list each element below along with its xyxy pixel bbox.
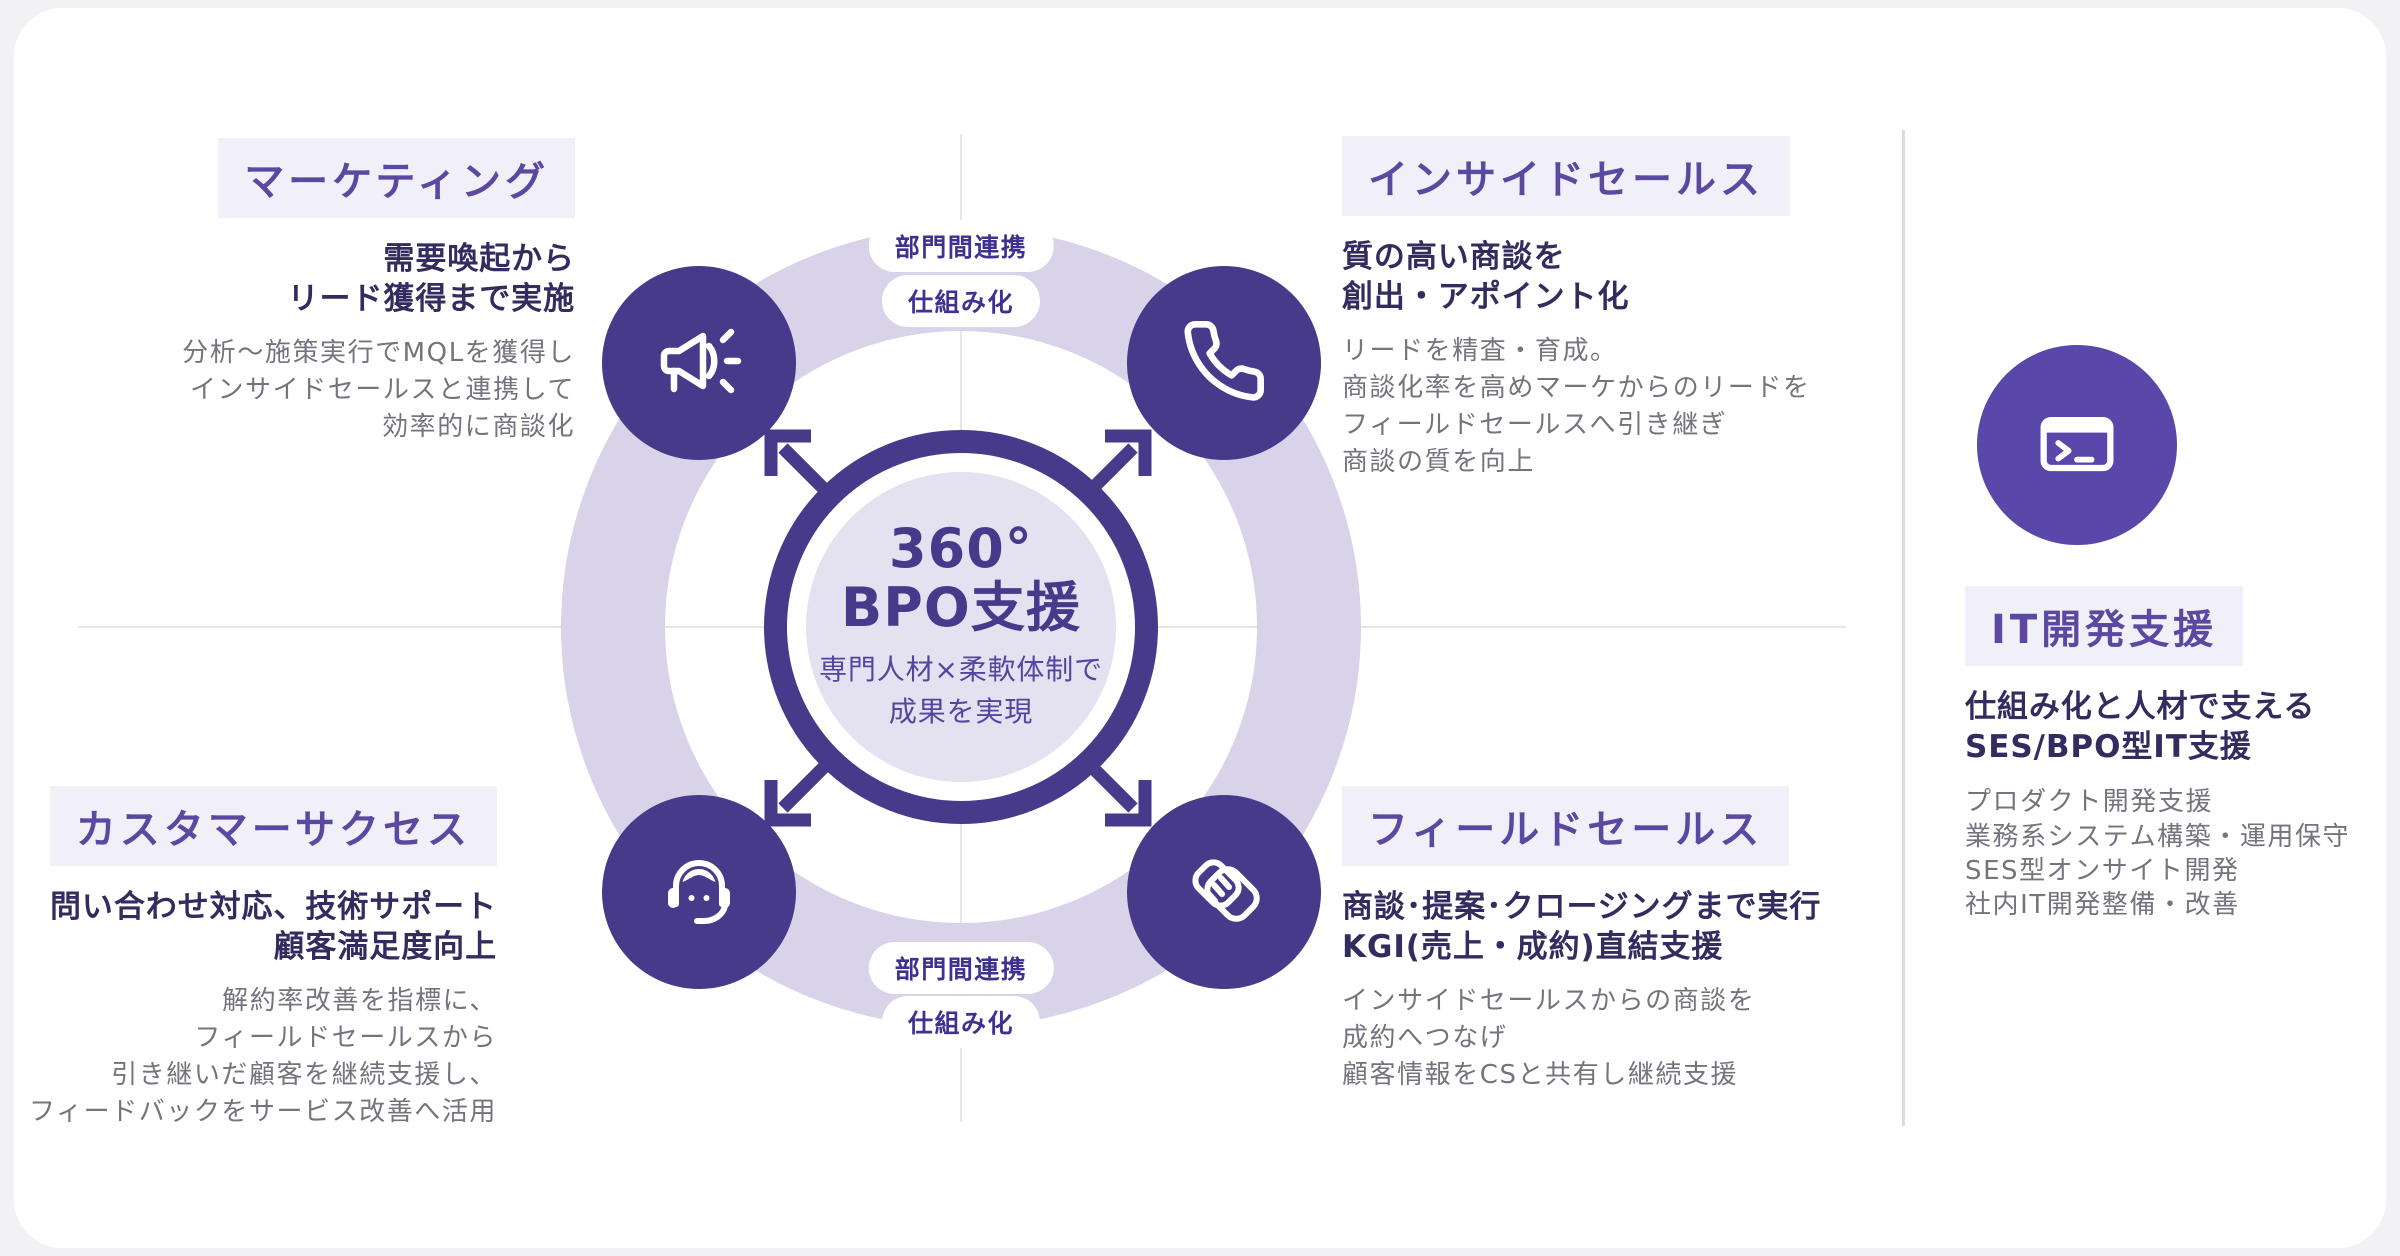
field-sales-title: フィールドセールス xyxy=(1342,786,1790,866)
inside-sales-title: インサイドセールス xyxy=(1342,136,1790,216)
badge-top-systemization: 仕組み化 xyxy=(881,275,1041,327)
arrow-southwest-icon xyxy=(759,748,843,832)
terminal-icon xyxy=(2027,393,2127,497)
field-sales-circle xyxy=(1127,795,1321,989)
customer-success-circle xyxy=(602,795,796,989)
center-circle: 360° BPO支援 専門人材×柔軟体制で 成果を実現 xyxy=(764,430,1158,824)
customer-success-description: 解約率改善を指標に、 フィールドセールスから 引き継いだ顧客を継続支援し、 フィ… xyxy=(28,986,497,1128)
it-development-subtitle: 仕組み化と人材で支える SES/BPO型IT支援 xyxy=(1965,689,2316,765)
marketing-title: マーケティング xyxy=(218,138,575,218)
field-sales-description: インサイドセールスからの商談を 成約へつなげ 顧客情報をCSと共有し継続支援 xyxy=(1342,986,1756,1091)
it-development-circle xyxy=(1977,345,2177,545)
it-development-title: IT開発支援 xyxy=(1965,586,2244,666)
customer-success-subtitle: 問い合わせ対応、技術サポート 顧客満足度向上 xyxy=(49,889,497,965)
inside-sales-circle xyxy=(1127,266,1321,460)
arrow-southeast-icon xyxy=(1073,748,1157,832)
marketing-description: 分析〜施策実行でMQLを獲得し インサイドセールスと連携して 効率的に商談化 xyxy=(182,338,575,443)
badge-bottom-collaboration: 部門間連携 xyxy=(868,942,1054,994)
marketing-subtitle: 需要喚起から リード獲得まで実施 xyxy=(287,241,575,317)
inside-sales-subtitle: 質の高い商談を 創出・アポイント化 xyxy=(1342,239,1630,315)
section-field-sales: フィールドセールス 商談･提案･クロージングまで実行 KGI(売上・成約)直結支… xyxy=(1342,786,1821,1094)
badge-top-collaboration: 部門間連携 xyxy=(868,220,1054,272)
section-it-development: IT開発支援 仕組み化と人材で支える SES/BPO型IT支援 プロダクト開発支… xyxy=(1965,586,2350,923)
customer-success-title: カスタマーサクセス xyxy=(49,786,497,866)
it-development-description: プロダクト開発支援 業務系システム構築・運用保守 SES型オンサイト開発 社内I… xyxy=(1965,787,2351,921)
megaphone-icon xyxy=(651,313,747,413)
field-sales-subtitle: 商談･提案･クロージングまで実行 KGI(売上・成約)直結支援 xyxy=(1342,889,1822,965)
arrow-northwest-icon xyxy=(759,424,843,508)
arrow-northeast-icon xyxy=(1073,424,1157,508)
handshake-icon xyxy=(1176,842,1272,942)
center-title: BPO支援 xyxy=(840,576,1082,640)
badge-bottom-systemization: 仕組み化 xyxy=(881,996,1041,1048)
inside-sales-description: リードを精査・育成。 商談化率を高めマーケからのリードを フィールドセールスへ引… xyxy=(1342,336,1811,478)
section-inside-sales: インサイドセールス 質の高い商談を 創出・アポイント化 リードを精査・育成。 商… xyxy=(1342,136,1811,481)
section-divider xyxy=(1902,130,1905,1126)
center-degree-text: 360° xyxy=(888,516,1034,580)
center-circle-inner: 360° BPO支援 専門人材×柔軟体制で 成果を実現 xyxy=(806,472,1116,782)
section-customer-success: カスタマーサクセス 問い合わせ対応、技術サポート 顧客満足度向上 解約率改善を指… xyxy=(29,786,497,1131)
section-marketing: マーケティング 需要喚起から リード獲得まで実施 分析〜施策実行でMQLを獲得し… xyxy=(182,138,575,446)
center-subtitle: 専門人材×柔軟体制で 成果を実現 xyxy=(819,653,1103,729)
headset-icon xyxy=(651,842,747,942)
phone-icon xyxy=(1180,317,1268,409)
marketing-circle xyxy=(602,266,796,460)
